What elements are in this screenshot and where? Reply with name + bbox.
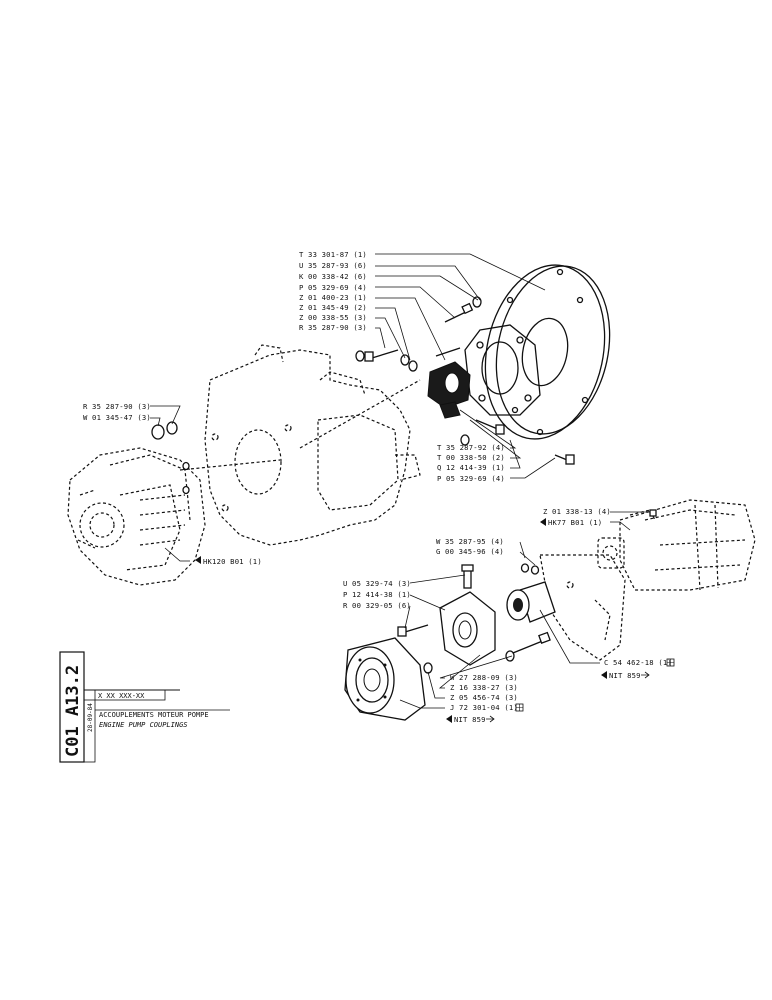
callout-mid-1: T 35 287-92 (4) (437, 443, 505, 452)
coupling-hub-plate (464, 324, 541, 416)
callout-upper-5: Z 01 400-23 (1) (299, 293, 367, 302)
lower-mid-callout-4: J 72 301-04 (1) (450, 703, 518, 712)
washers-engine-side (151, 421, 190, 495)
callouts-mid: T 35 287-92 (4) T 00 338-50 (2) Q 12 414… (437, 443, 505, 483)
callout-mid-3: Q 12 414-39 (1) (437, 463, 505, 472)
callout-left-1: R 35 287-90 (3) (83, 402, 151, 411)
nit-ref-right: NIT 859 (609, 671, 641, 680)
engine-ref-label: HK120 B01 (1) (203, 557, 262, 566)
dowel-pins (505, 631, 551, 662)
callout-upper-3: K 00 338-42 (6) (299, 272, 367, 281)
callout-upper-4: P 05 329-69 (4) (299, 283, 367, 292)
title-english: ENGINE PUMP COUPLINGS (99, 721, 188, 729)
c-ref-label: C 54 462-18 (1) (604, 658, 672, 667)
sheet-code: C01 A13.2 (63, 665, 83, 757)
ref-number: X XX XXX-XX (98, 692, 145, 700)
callout-mid-2: T 00 338-50 (2) (437, 453, 505, 462)
engine-bellhousing (204, 344, 421, 546)
callout-upper-1: T 33 301-87 (1) (299, 250, 367, 259)
leader-lines (150, 253, 650, 709)
callout-mid-4: P 05 329-69 (4) (437, 474, 505, 483)
lower-mid-callout-3: Z 05 456-74 (3) (450, 693, 518, 702)
lower-left-callout-1: U 05 329-74 (3) (343, 579, 411, 588)
lower-left-callout-3: R 00 329-05 (6) (343, 601, 411, 610)
lower-mid-callout-1: W 27 288-09 (3) (450, 673, 518, 682)
callout-upper-7: Z 00 338-55 (3) (299, 313, 367, 322)
lower-mid-callouts: W 27 288-09 (3) Z 16 338-27 (3) Z 05 456… (446, 673, 524, 724)
callouts-upper: T 33 301-87 (1) U 35 287-93 (6) K 00 338… (299, 250, 367, 332)
c-ref-callout: C 54 462-18 (1) NIT 859 (601, 658, 675, 680)
callouts-left: R 35 287-90 (3) W 01 345-47 (3) (83, 402, 151, 422)
pump-adapter-housing (539, 554, 626, 661)
engine-reference: HK120 B01 (1) (195, 556, 262, 566)
lower-mid-callout-2: Z 16 338-27 (3) (450, 683, 518, 692)
lower-right-callout-1: W 35 287-95 (4) (436, 537, 504, 546)
pump-callout-2: HK77 B01 (1) (548, 518, 602, 527)
sheet-date: 28-09-84 (87, 703, 94, 732)
flywheel-disc (484, 264, 611, 440)
callout-upper-2: U 35 287-93 (6) (299, 261, 367, 270)
hydraulic-pump (597, 499, 756, 591)
title-french: ACCOUPLEMENTS MOTEUR POMPE (99, 711, 209, 719)
title-block: C01 A13.2 X XX XXX-XX 28-09-84 ACCOUPLEM… (59, 651, 230, 763)
lower-right-callout-2: G 00 345-96 (4) (436, 547, 504, 556)
coupling-flange-lower (397, 564, 496, 666)
callout-upper-6: Z 01 345-49 (2) (299, 303, 367, 312)
lower-left-callout-2: P 12 414-38 (1) (343, 590, 411, 599)
callout-upper-8: R 35 287-90 (3) (299, 323, 367, 332)
bell-coupling-housing (344, 637, 433, 721)
lower-right-callouts: W 35 287-95 (4) G 00 345-96 (4) (436, 537, 504, 556)
pump-callout-1: Z 01 338-13 (4) (543, 507, 611, 516)
elastic-coupling-element (427, 361, 471, 419)
bolts-upper (355, 296, 575, 465)
pump-coupling-hub (506, 563, 556, 623)
pump-callouts: Z 01 338-13 (4) HK77 B01 (1) (540, 507, 611, 527)
lower-left-callouts: U 05 329-74 (3) P 12 414-38 (1) R 00 329… (343, 579, 411, 610)
nit-ref-lower: NIT 859 (454, 715, 486, 724)
callout-left-2: W 01 345-47 (3) (83, 413, 151, 422)
